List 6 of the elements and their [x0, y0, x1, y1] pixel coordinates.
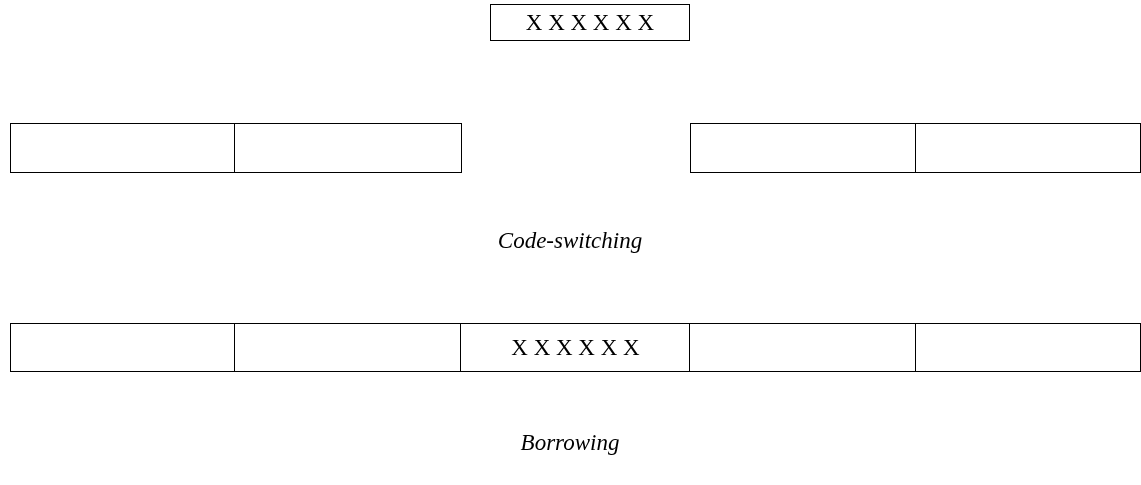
word-box [460, 323, 691, 372]
caption-text: Code-switching [497, 228, 643, 254]
placeholder-text: X X X X X X [525, 9, 655, 36]
placeholder-text: X X X X X X [511, 334, 640, 361]
word-box [490, 4, 690, 41]
caption-text: Borrowing [520, 430, 620, 456]
